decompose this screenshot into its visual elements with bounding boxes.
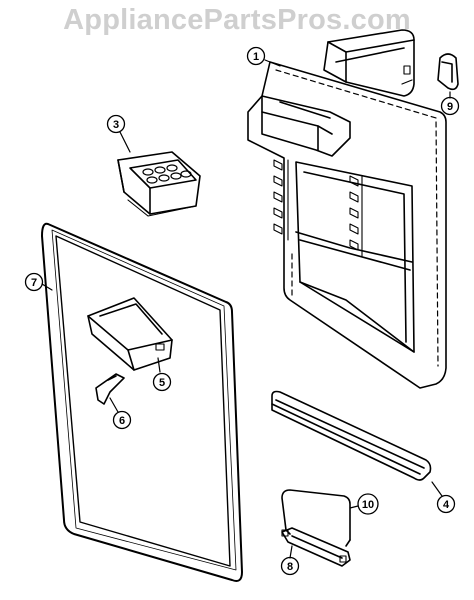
- callout-8-label: 8: [287, 561, 293, 573]
- part-5-door-bin: [87, 297, 173, 371]
- callout-1-label: 1: [253, 51, 259, 63]
- part-6-clip: [95, 373, 125, 405]
- callout-8: 8: [280, 545, 300, 576]
- callout-3-label: 3: [113, 119, 119, 131]
- dairy-compartment: [323, 29, 415, 97]
- part-4-shelf-bar: [271, 390, 432, 481]
- part-7-door-gasket: [41, 222, 243, 582]
- part-3-egg-bin: [117, 151, 201, 217]
- callout-6: 6: [109, 397, 132, 430]
- callout-10-label: 10: [362, 499, 374, 511]
- callout-9-label: 9: [447, 101, 453, 113]
- callout-7-label: 7: [31, 277, 37, 289]
- part-1-door-liner: [247, 61, 447, 389]
- callout-10: 10: [349, 493, 379, 515]
- part-9-dairy-door: [437, 53, 459, 91]
- part-8-shelf-bracket: [281, 527, 351, 567]
- callout-1: 1: [246, 46, 281, 67]
- callout-6-label: 6: [119, 415, 125, 427]
- callout-3: 3: [106, 114, 131, 153]
- callout-5: 5: [152, 357, 172, 392]
- callout-7: 7: [24, 272, 53, 292]
- callout-4-label: 4: [443, 499, 450, 511]
- callout-5-label: 5: [159, 377, 165, 389]
- callout-4: 4: [431, 481, 456, 514]
- callout-9: 9: [440, 91, 460, 116]
